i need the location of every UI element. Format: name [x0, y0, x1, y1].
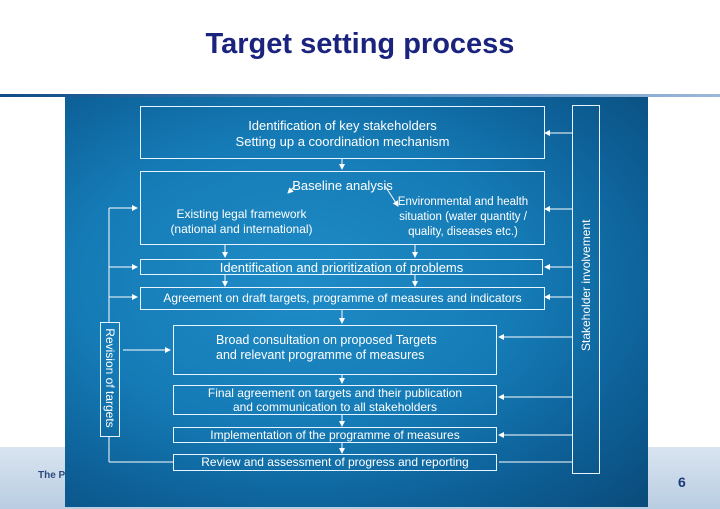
problems-box: Identification and prioritization of pro…	[140, 259, 543, 275]
arrow-baseline-environmental	[384, 185, 399, 207]
footer-text: The P	[38, 470, 66, 481]
baseline-text: Baseline analysis	[292, 178, 393, 193]
implementation-text: Implementation of the programme of measu…	[210, 428, 460, 442]
review-box: Review and assessment of progress and re…	[173, 454, 497, 471]
stakeholder-involvement-label: Stakeholder involvement	[579, 219, 593, 351]
stakeholders-text: Identification of key stakeholders Setti…	[235, 118, 450, 149]
implementation-box: Implementation of the programme of measu…	[173, 427, 497, 443]
legal-framework-label: Existing legal framework (national and i…	[149, 207, 334, 241]
final-agreement-box: Final agreement on targets and their pub…	[173, 385, 497, 415]
page-number: 6	[678, 474, 686, 490]
slide-title: Target setting process	[205, 28, 515, 60]
environmental-label: Environmental and health situation (wate…	[383, 195, 543, 243]
stakeholders-box: Identification of key stakeholders Setti…	[140, 106, 545, 159]
arrow-baseline-legal	[287, 185, 296, 194]
final-agreement-text: Final agreement on targets and their pub…	[207, 386, 463, 414]
consultation-box: Broad consultation on proposed Targets a…	[173, 325, 497, 375]
problems-text: Identification and prioritization of pro…	[219, 260, 464, 275]
draft-targets-box: Agreement on draft targets, programme of…	[140, 287, 545, 310]
draft-targets-text: Agreement on draft targets, programme of…	[163, 291, 522, 305]
process-diagram: Identification of key stakeholders Setti…	[65, 97, 648, 507]
review-text: Review and assessment of progress and re…	[201, 455, 469, 469]
revision-of-targets-label: Revision of targets	[103, 328, 117, 428]
connector-arrows	[108, 130, 572, 463]
consultation-text: Broad consultation on proposed Targets a…	[216, 333, 437, 362]
title-divider	[0, 94, 720, 97]
stakeholder-involvement-bar	[572, 105, 600, 474]
revision-of-targets-box	[100, 322, 120, 437]
environmental-text: Environmental and health situation (wate…	[397, 196, 529, 238]
baseline-box: Baseline analysis	[140, 171, 545, 245]
legal-framework-text: Existing legal framework (national and i…	[170, 207, 313, 236]
